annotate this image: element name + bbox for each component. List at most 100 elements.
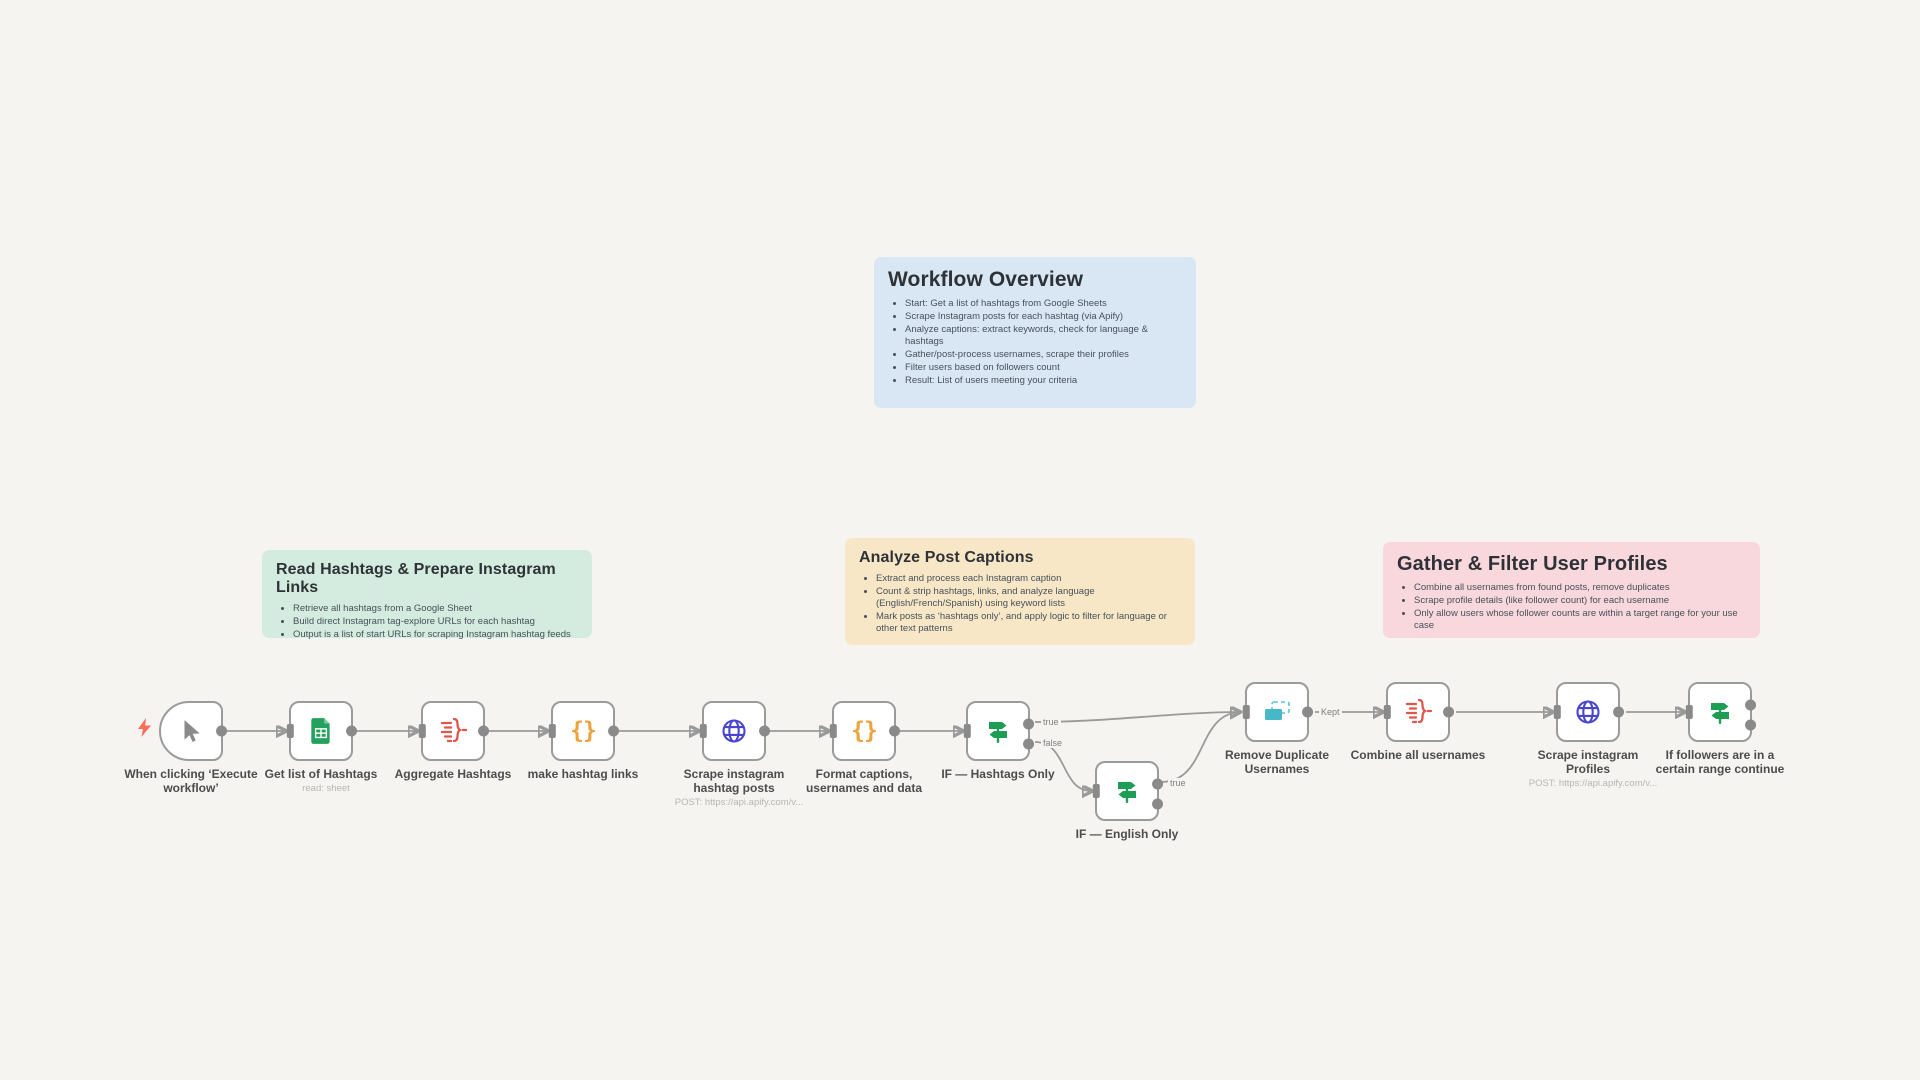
aggregate-icon <box>1405 699 1433 724</box>
node-scrape-instagram-profiles[interactable]: Scrape instagram Profiles POST: https://… <box>1518 682 1658 789</box>
sticky-note-workflow-overview[interactable]: Workflow Overview Start: Get a list of h… <box>874 257 1196 408</box>
cursor-icon <box>184 720 200 742</box>
node-sublabel: read: sheet <box>302 783 350 795</box>
input-port[interactable] <box>548 724 556 738</box>
node-box[interactable] <box>159 701 228 761</box>
output-port-true[interactable] <box>1745 699 1757 711</box>
google-sheets-icon <box>311 718 330 744</box>
aggregate-icon <box>440 718 468 743</box>
node-box[interactable] <box>963 701 1035 761</box>
node-box[interactable] <box>1092 761 1164 821</box>
bullet: Analyze captions: extract keywords, chec… <box>905 324 1182 348</box>
node-label: Combine all usernames <box>1350 748 1486 762</box>
input-port[interactable] <box>1383 705 1391 719</box>
sticky-bullets: Start: Get a list of hashtags from Googl… <box>888 298 1182 387</box>
node-format-captions[interactable]: {} Format captions, usernames and data <box>794 701 934 795</box>
node-box[interactable] <box>418 701 490 761</box>
output-port[interactable] <box>478 725 490 737</box>
input-port[interactable] <box>286 724 294 738</box>
node-combine-all-usernames[interactable]: Combine all usernames <box>1348 682 1488 762</box>
input-port[interactable] <box>963 724 971 738</box>
sticky-bullets: Extract and process each Instagram capti… <box>859 573 1181 635</box>
output-port-true[interactable] <box>1023 718 1035 730</box>
if-icon <box>1711 703 1729 724</box>
bullet: Filter users based on followers count <box>905 362 1182 374</box>
bullet: Extract and process each Instagram capti… <box>876 573 1181 585</box>
output-port[interactable] <box>1613 706 1625 718</box>
node-box[interactable] <box>286 701 358 761</box>
node-label: If followers are in a certain range cont… <box>1655 748 1785 777</box>
node-label: Aggregate Hashtags <box>394 767 512 781</box>
sticky-bullets: Retrieve all hashtags from a Google Shee… <box>276 603 578 641</box>
node-box[interactable]: {} <box>829 701 901 761</box>
node-box[interactable] <box>1383 682 1455 742</box>
node-box[interactable] <box>1242 682 1314 742</box>
code-icon: {} <box>851 718 878 744</box>
node-label: make hashtag links <box>527 767 639 781</box>
wire-label-true: true <box>1168 778 1188 788</box>
output-port[interactable] <box>889 725 901 737</box>
sticky-note-analyze-captions[interactable]: Analyze Post Captions Extract and proces… <box>845 538 1195 645</box>
node-box[interactable] <box>1553 682 1625 742</box>
node-box[interactable]: {} <box>548 701 620 761</box>
sticky-title: Workflow Overview <box>888 268 1084 291</box>
execute-bolt-icon <box>138 718 151 737</box>
node-manual-trigger[interactable]: When clicking ‘Execute workflow’ <box>121 701 261 795</box>
output-port-false[interactable] <box>1023 738 1035 750</box>
node-label: IF — English Only <box>1075 827 1179 841</box>
wire-label-kept: Kept <box>1319 707 1342 717</box>
if-icon <box>989 722 1007 743</box>
node-box[interactable] <box>1685 682 1757 742</box>
output-port-true[interactable] <box>1152 778 1164 790</box>
sticky-title: Gather & Filter User Profiles <box>1397 553 1668 575</box>
node-make-hashtag-links[interactable]: {} make hashtag links <box>513 701 653 781</box>
node-label: Format captions, usernames and data <box>805 767 923 796</box>
bullet: Retrieve all hashtags from a Google Shee… <box>293 603 578 615</box>
input-port[interactable] <box>829 724 837 738</box>
node-if-followers-in-range[interactable]: If followers are in a certain range cont… <box>1650 682 1790 776</box>
output-port[interactable] <box>608 725 620 737</box>
node-sublabel: POST: https://api.apify.com/v... <box>674 797 804 809</box>
output-port[interactable] <box>1302 706 1314 718</box>
input-port[interactable] <box>1553 705 1561 719</box>
bullet: Scrape Instagram posts for each hashtag … <box>905 311 1182 323</box>
bullet: Result: List of users meeting your crite… <box>905 375 1182 387</box>
sticky-title: Analyze Post Captions <box>859 549 1034 566</box>
node-if-hashtags-only[interactable]: IF — Hashtags Only <box>928 701 1068 781</box>
output-port-false[interactable] <box>1745 719 1757 731</box>
input-port[interactable] <box>1685 705 1693 719</box>
input-port[interactable] <box>1092 784 1100 798</box>
node-label: Remove Duplicate Usernames <box>1224 748 1330 777</box>
wire-label-false: false <box>1041 738 1065 748</box>
sticky-note-read-hashtags[interactable]: Read Hashtags & Prepare Instagram Links … <box>262 550 592 641</box>
node-remove-duplicate-usernames[interactable]: Remove Duplicate Usernames <box>1207 682 1347 776</box>
input-port[interactable] <box>699 724 707 738</box>
output-port[interactable] <box>759 725 771 737</box>
node-label: When clicking ‘Execute workflow’ <box>124 767 258 796</box>
node-if-english-only[interactable]: IF — English Only <box>1057 761 1197 841</box>
wire-label-true: true <box>1041 717 1061 727</box>
bullet: Mark posts as ‘hashtags only’, and apply… <box>876 611 1181 635</box>
node-aggregate-hashtags[interactable]: Aggregate Hashtags <box>383 701 523 781</box>
bullet: Count & strip hashtags, links, and analy… <box>876 586 1181 610</box>
input-port[interactable] <box>418 724 426 738</box>
output-port[interactable] <box>216 725 228 737</box>
node-scrape-instagram-hashtag-posts[interactable]: Scrape instagram hashtag posts POST: htt… <box>664 701 804 808</box>
sticky-note-gather-profiles[interactable]: Gather & Filter User Profiles Combine al… <box>1383 542 1760 638</box>
node-box[interactable] <box>699 701 771 761</box>
globe-icon <box>722 719 746 743</box>
input-port[interactable] <box>1242 705 1250 719</box>
sticky-bullets: Combine all usernames from found posts, … <box>1397 582 1746 632</box>
node-sublabel: POST: https://api.apify.com/v... <box>1528 778 1658 790</box>
output-port[interactable] <box>346 725 358 737</box>
output-port[interactable] <box>1443 706 1455 718</box>
output-port-false[interactable] <box>1152 798 1164 810</box>
bullet: Build direct Instagram tag-explore URLs … <box>293 616 578 628</box>
node-get-list-of-hashtags[interactable]: Get list of Hashtags read: sheet <box>251 701 391 794</box>
globe-icon <box>1576 700 1600 724</box>
bullet: Output is a list of start URLs for scrap… <box>293 629 578 641</box>
bullet: Gather/post-process usernames, scrape th… <box>905 349 1182 361</box>
wire-if1-true-to-dedupe[interactable] <box>1034 712 1240 723</box>
